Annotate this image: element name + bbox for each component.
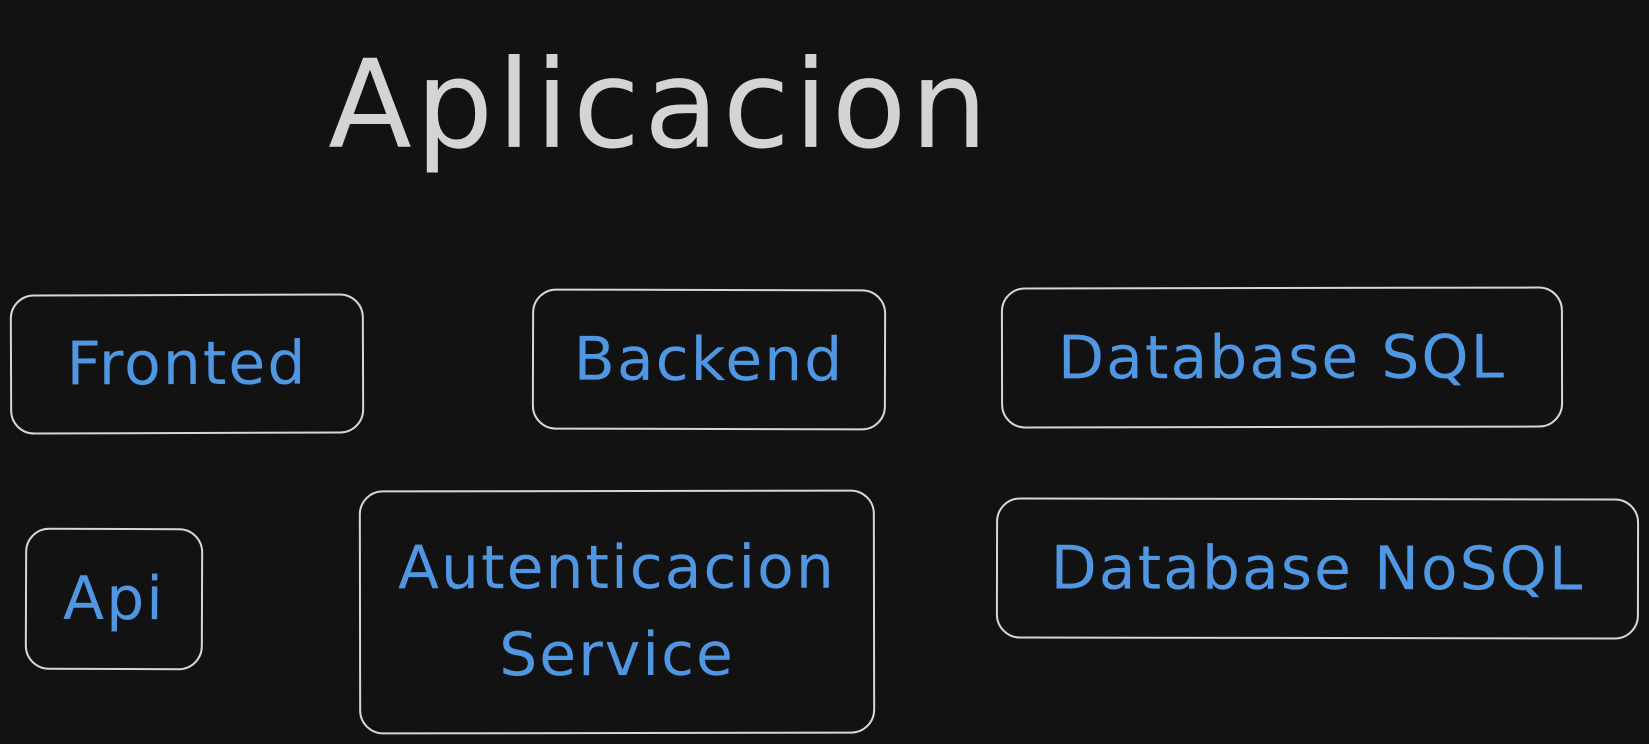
- database-nosql-label: Database NoSQL: [1050, 533, 1585, 604]
- authentication-service-box: Autenticacion Service: [358, 489, 876, 735]
- authentication-label-line1: Autenticacion: [397, 532, 836, 604]
- authentication-service-label: Autenticacion Service: [398, 525, 836, 700]
- backend-box: Backend: [531, 288, 887, 431]
- database-sql-box: Database SQL: [1000, 286, 1564, 429]
- fronted-box: Fronted: [9, 293, 365, 435]
- database-nosql-box: Database NoSQL: [995, 497, 1640, 640]
- database-sql-label: Database SQL: [1057, 322, 1507, 393]
- diagram-title: Aplicacion: [328, 34, 992, 176]
- api-label: Api: [62, 563, 166, 635]
- authentication-label-line2: Service: [499, 619, 735, 691]
- backend-label: Backend: [573, 324, 845, 395]
- api-box: Api: [24, 527, 204, 671]
- fronted-label: Fronted: [66, 328, 308, 400]
